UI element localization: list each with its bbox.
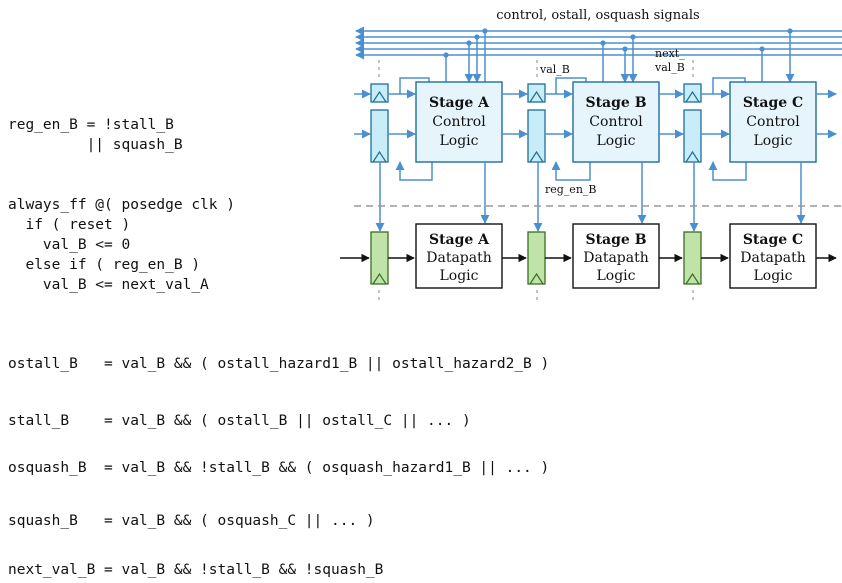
broadcast-signal-bus [355, 26, 842, 60]
signals-label: control, ostall, osquash signals [496, 8, 699, 23]
datapath-stage-line2: Logic [596, 268, 635, 284]
datapath-stage-line2: Logic [439, 268, 478, 284]
datapath-reg-b [527, 231, 546, 285]
val-b-wire-label: val_B [539, 63, 570, 76]
control-stage-line1: Control [432, 114, 486, 130]
reg-en-b-wire-label: reg_en_B [545, 183, 597, 196]
stage-a-datapath-logic [415, 223, 503, 289]
datapath-reg-c [683, 231, 702, 285]
stage-c-control-logic [729, 81, 817, 163]
stage-a-control-logic [415, 81, 503, 163]
datapath-stage-title: Stage C [743, 232, 803, 248]
control-stage-title: Stage A [429, 95, 490, 111]
ctrl-reg-b [527, 109, 546, 163]
stage-c-control: next_ val_B Stage C Control Logic [654, 47, 837, 232]
ctrl-reg-c [683, 109, 702, 163]
squash-equation: squash_B = val_B && ( osquash_C || ... ) [8, 513, 375, 529]
ctrl-reg-a [370, 109, 389, 163]
osquash-equation: osquash_B = val_B && !stall_B && ( osqua… [8, 460, 550, 476]
stall-equation: stall_B = val_B && ( ostall_B || ostall_… [8, 413, 471, 429]
datapath-stage-line1: Datapath [583, 250, 649, 266]
datapath-stage-title: Stage A [429, 232, 490, 248]
always-ff-block: always_ff @( posedge clk ) if ( reset ) … [8, 197, 235, 293]
datapath-stage-line2: Logic [753, 268, 792, 284]
control-stage-line2: Logic [596, 133, 635, 149]
control-stage-line2: Logic [439, 133, 478, 149]
stage-boundaries [378, 60, 694, 302]
datapath-row: Stage A Datapath Logic Stage B Datapath … [340, 223, 837, 289]
pipeline-diagram: control, ostall, osquash signals [340, 8, 842, 302]
bus-taps [443, 28, 795, 83]
next-val-b-label-line1: next_ [655, 47, 685, 60]
next-val-b-label-line2: val_B [654, 61, 685, 74]
reg-en-equation: reg_en_B = !stall_B || squash_B [8, 117, 183, 153]
stage-b-control-logic [572, 81, 660, 163]
stage-a-control: Stage A Control Logic [354, 77, 503, 232]
stage-b-control: val_B Stage B Control Logic reg_en_B [502, 63, 660, 232]
datapath-stage-title: Stage B [585, 232, 646, 248]
stage-b-datapath-logic [572, 223, 660, 289]
datapath-stage-line1: Datapath [740, 250, 806, 266]
control-stage-line2: Logic [753, 133, 792, 149]
datapath-stage-line1: Datapath [426, 250, 492, 266]
control-stage-line1: Control [589, 114, 643, 130]
ostall-equation: ostall_B = val_B && ( ostall_hazard1_B |… [8, 356, 550, 372]
next-val-equation: next_val_B = val_B && !stall_B && !squas… [8, 562, 384, 578]
control-stage-line1: Control [746, 114, 800, 130]
datapath-reg-a [370, 231, 389, 285]
stage-c-datapath-logic [729, 223, 817, 289]
control-stage-title: Stage C [743, 95, 803, 111]
control-stage-title: Stage B [585, 95, 646, 111]
